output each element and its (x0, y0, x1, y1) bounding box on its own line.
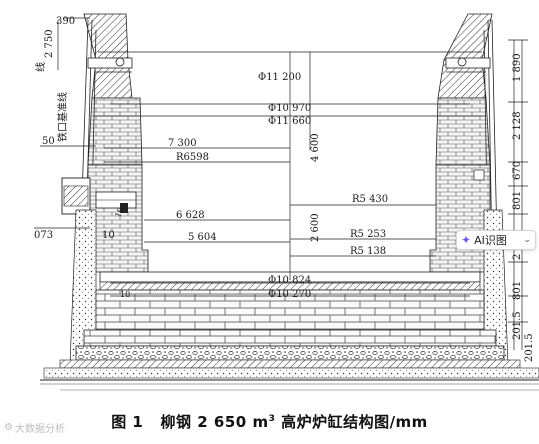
left-side-labels: 390 2 750 线 铁口基准线 50 073 10 10 10 (34, 16, 130, 299)
label-670: 670 (512, 161, 523, 180)
sparkle-icon: ✦ (461, 233, 472, 247)
figure-number: 图 1 (111, 413, 144, 431)
caption-text-b: 高炉炉缸结构图/mm (275, 413, 428, 431)
dim-d10970: Φ10 970 (268, 103, 311, 114)
caption-superscript: 3 (268, 414, 276, 424)
dim-r6598: R6598 (176, 152, 209, 163)
dim-d7300: 7 300 (168, 138, 197, 149)
label-50: 50 (42, 136, 55, 147)
left-wall (61, 13, 149, 376)
label-201b: 201.5 (524, 333, 535, 362)
dim-v4600: 4 600 (310, 133, 321, 162)
label-10: 10 (102, 230, 115, 241)
dim-d5604: 5 604 (188, 232, 217, 243)
label-xian: 线 (34, 62, 47, 72)
watermark-text: 大数据分析 (14, 424, 65, 435)
label-small-10a: 10 (113, 206, 125, 219)
label-small-10b: 10 (120, 290, 130, 299)
dim-d11660: Φ11 660 (268, 116, 311, 127)
label-2: 2 (512, 254, 523, 260)
label-801b: 801 (512, 281, 523, 300)
ai-recognize-button[interactable]: ✦ AI识图 ⌄ (456, 230, 536, 250)
dim-r5430: R5 430 (352, 194, 388, 205)
dimension-lines (34, 17, 528, 350)
dim-d11200: Φ11 200 (258, 72, 301, 83)
label-2128: 2 128 (512, 111, 523, 140)
dim-r5253: R5 253 (350, 229, 386, 240)
watermark-icon: ⚙ (4, 422, 13, 433)
label-1890: 1 890 (512, 53, 523, 82)
caption-text-a: 柳钢 2 650 m (160, 413, 269, 431)
label-390: 390 (56, 16, 75, 27)
dim-d10824: Φ10 824 (268, 275, 311, 286)
dim-v2600: 2 600 (310, 213, 321, 242)
right-side-labels: 1 890 2 128 670 801 2 801 201.5 201.5 (512, 53, 535, 362)
dim-d10270: Φ10 270 (268, 289, 311, 300)
label-2750: 2 750 (44, 29, 55, 58)
figure-caption: 图 1 柳钢 2 650 m3 高炉炉缸结构图/mm (0, 411, 539, 432)
label-tiekou: 铁口基准线 (56, 92, 69, 142)
watermark: ⚙ 大数据分析 (4, 420, 65, 435)
label-801: 801 (512, 191, 523, 210)
chevron-down-icon[interactable]: ⌄ (523, 235, 531, 245)
ai-button-label: AI识图 (474, 234, 507, 247)
label-073: 073 (34, 230, 53, 241)
dim-d6628: 6 628 (176, 210, 205, 221)
label-201a: 201.5 (512, 311, 523, 340)
dimension-labels: Φ11 200 Φ10 970 Φ11 660 7 300 R6598 4 60… (168, 72, 388, 300)
dim-r5138: R5 138 (350, 246, 386, 257)
